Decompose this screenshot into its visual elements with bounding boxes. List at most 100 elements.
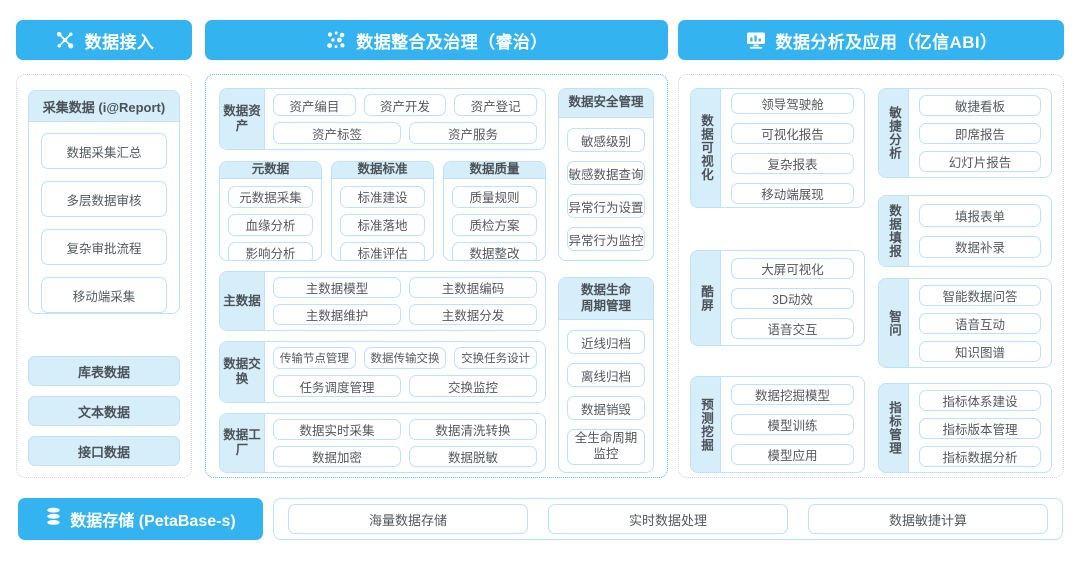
group-cool-screen: 酷屏 大屏可视化 3D动效 语音交互 (690, 250, 865, 346)
list-item[interactable]: 3D动效 (731, 287, 854, 309)
list-item[interactable]: 数据加密 (273, 446, 401, 467)
card-data-lifecycle: 数据生命 周期管理 近线归档 离线归档 数据销毁 全生命周期 监控 (558, 277, 654, 473)
storage-label-text: 数据存储 (PetaBase-s) (70, 513, 236, 530)
list-item[interactable]: 传输节点管理 (273, 347, 356, 369)
list-item[interactable]: 标准建设 (340, 185, 425, 208)
list-item[interactable]: 数据传输交换 (363, 347, 447, 369)
list-item[interactable]: 近线归档 (567, 330, 645, 354)
list-item[interactable]: 实时数据处理 (548, 504, 788, 534)
molecule-icon (54, 29, 76, 51)
header-ingest[interactable]: 数据接入 (16, 20, 192, 60)
storage-label-pill[interactable]: 数据存储 (PetaBase-s) (18, 498, 263, 540)
list-item[interactable]: 模型训练 (731, 414, 854, 435)
header-govern-label: 数据整合及治理（睿治） (356, 32, 548, 52)
header-govern[interactable]: 数据整合及治理（睿治） (205, 20, 668, 60)
group-predictive-mining: 预测挖掘 数据挖掘模型 模型训练 模型应用 (690, 376, 865, 473)
list-item[interactable]: 数据销毁 (567, 396, 645, 420)
list-item[interactable]: 异常行为监控 (567, 227, 645, 251)
list-item[interactable]: 知识图谱 (919, 340, 1041, 362)
card-data-quality: 数据质量 质量规则 质检方案 数据整改 (443, 161, 546, 261)
list-item[interactable]: 主数据维护 (273, 304, 401, 325)
list-item[interactable]: 幻灯片报告 (919, 150, 1041, 172)
list-item[interactable]: 任务调度管理 (273, 375, 401, 397)
list-item[interactable]: 数据脱敏 (409, 446, 537, 467)
list-item[interactable]: 移动端展现 (731, 182, 854, 204)
list-item[interactable]: 指标数据分析 (919, 445, 1041, 467)
group-data-filling: 数据填报 填报表单 数据补录 (878, 195, 1052, 267)
list-item[interactable]: 智能数据问答 (919, 284, 1041, 306)
list-item[interactable]: 资产开发 (363, 94, 447, 116)
pill-interface-data[interactable]: 接口数据 (28, 436, 180, 466)
list-item[interactable]: 离线归档 (567, 363, 645, 387)
list-item[interactable]: 海量数据存储 (288, 504, 528, 534)
list-item[interactable]: 数据补录 (919, 235, 1041, 258)
list-item[interactable]: 领导驾驶舱 (731, 92, 854, 114)
list-item[interactable]: 数据敏捷计算 (808, 504, 1048, 534)
card-collect-data: 采集数据 (i@Report) 数据采集汇总 多层数据审核 复杂审批流程 移动端… (28, 90, 180, 314)
list-item[interactable]: 质检方案 (452, 213, 537, 236)
list-item[interactable]: 数据挖掘模型 (731, 384, 854, 405)
list-item[interactable]: 移动端采集 (41, 277, 167, 313)
storage-items-box: 海量数据存储 实时数据处理 数据敏捷计算 (273, 498, 1063, 540)
list-item[interactable]: 资产登记 (454, 94, 538, 116)
card-data-standard-title: 数据标准 (332, 162, 433, 179)
list-item[interactable]: 大屏可视化 (731, 257, 854, 279)
list-item[interactable]: 异常行为设置 (567, 194, 645, 218)
list-item[interactable]: 复杂报表 (731, 152, 854, 174)
list-item[interactable]: 元数据采集 (228, 185, 313, 208)
card-metadata-title: 元数据 (220, 162, 321, 179)
header-analyze-label: 数据分析及应用（亿信ABI） (775, 32, 998, 52)
list-item[interactable]: 敏捷看板 (919, 94, 1041, 116)
list-item[interactable]: 语音交互 (731, 317, 854, 339)
list-item[interactable]: 标准落地 (340, 213, 425, 236)
card-data-lifecycle-title: 数据生命 周期管理 (559, 278, 653, 320)
list-item[interactable]: 数据整改 (452, 241, 537, 260)
list-item[interactable]: 指标体系建设 (919, 389, 1041, 411)
card-data-security: 数据安全管理 敏感级别 敏感数据查询 异常行为设置 异常行为监控 (558, 88, 654, 261)
list-item[interactable]: 指标版本管理 (919, 417, 1041, 439)
list-item[interactable]: 模型应用 (731, 444, 854, 465)
nodes-scatter-icon (325, 29, 347, 51)
group-agile-analysis: 敏捷分析 敏捷看板 即席报告 幻灯片报告 (878, 88, 1052, 178)
list-item[interactable]: 数据采集汇总 (41, 133, 167, 169)
list-item[interactable]: 复杂审批流程 (41, 229, 167, 265)
group-data-visualization: 数据可视化 领导驾驶舱 可视化报告 复杂报表 移动端展现 (690, 88, 865, 208)
list-item[interactable]: 主数据编码 (409, 277, 537, 298)
header-ingest-label: 数据接入 (84, 32, 155, 52)
card-data-standard: 数据标准 标准建设 标准落地 标准评估 (331, 161, 434, 261)
list-item[interactable]: 交换任务设计 (454, 347, 538, 369)
list-item[interactable]: 填报表单 (919, 204, 1041, 227)
group-data-asset-label: 数据资产 (220, 89, 265, 149)
pill-text-data[interactable]: 文本数据 (28, 396, 180, 426)
list-item[interactable]: 可视化报告 (731, 122, 854, 144)
group-agile-analysis-label: 敏捷分析 (879, 89, 909, 177)
list-item[interactable]: 资产服务 (409, 122, 537, 144)
list-item[interactable]: 语音互动 (919, 312, 1041, 334)
card-collect-data-title: 采集数据 (i@Report) (29, 91, 179, 122)
group-predictive-mining-label: 预测挖掘 (691, 377, 721, 472)
list-item[interactable]: 多层数据审核 (41, 181, 167, 217)
list-item[interactable]: 即席报告 (919, 122, 1041, 144)
list-item[interactable]: 数据清洗转换 (409, 419, 537, 440)
card-data-security-title: 数据安全管理 (559, 89, 653, 118)
list-item[interactable]: 全生命周期 监控 (567, 429, 645, 465)
group-data-asset: 数据资产 资产编目 资产开发 资产登记 资产标签 资产服务 (219, 88, 546, 150)
list-item[interactable]: 交换监控 (409, 375, 537, 397)
list-item[interactable]: 资产标签 (273, 122, 401, 144)
list-item[interactable]: 血缘分析 (228, 213, 313, 236)
header-analyze[interactable]: 数据分析及应用（亿信ABI） (678, 20, 1064, 60)
group-data-filling-label: 数据填报 (879, 196, 909, 266)
list-item[interactable]: 标准评估 (340, 241, 425, 260)
group-data-factory-label: 数据工厂 (220, 414, 265, 472)
list-item[interactable]: 敏感数据查询 (567, 161, 645, 185)
list-item[interactable]: 资产编目 (273, 94, 356, 116)
group-data-exchange: 数据交换 传输节点管理 数据传输交换 交换任务设计 任务调度管理 交换监控 (219, 341, 546, 403)
list-item[interactable]: 主数据分发 (409, 304, 537, 325)
pill-table-data[interactable]: 库表数据 (28, 356, 180, 386)
list-item[interactable]: 影响分析 (228, 241, 313, 260)
list-item[interactable]: 数据实时采集 (273, 419, 401, 440)
list-item[interactable]: 主数据模型 (273, 277, 401, 298)
list-item[interactable]: 质量规则 (452, 185, 537, 208)
list-item[interactable]: 敏感级别 (567, 128, 645, 152)
